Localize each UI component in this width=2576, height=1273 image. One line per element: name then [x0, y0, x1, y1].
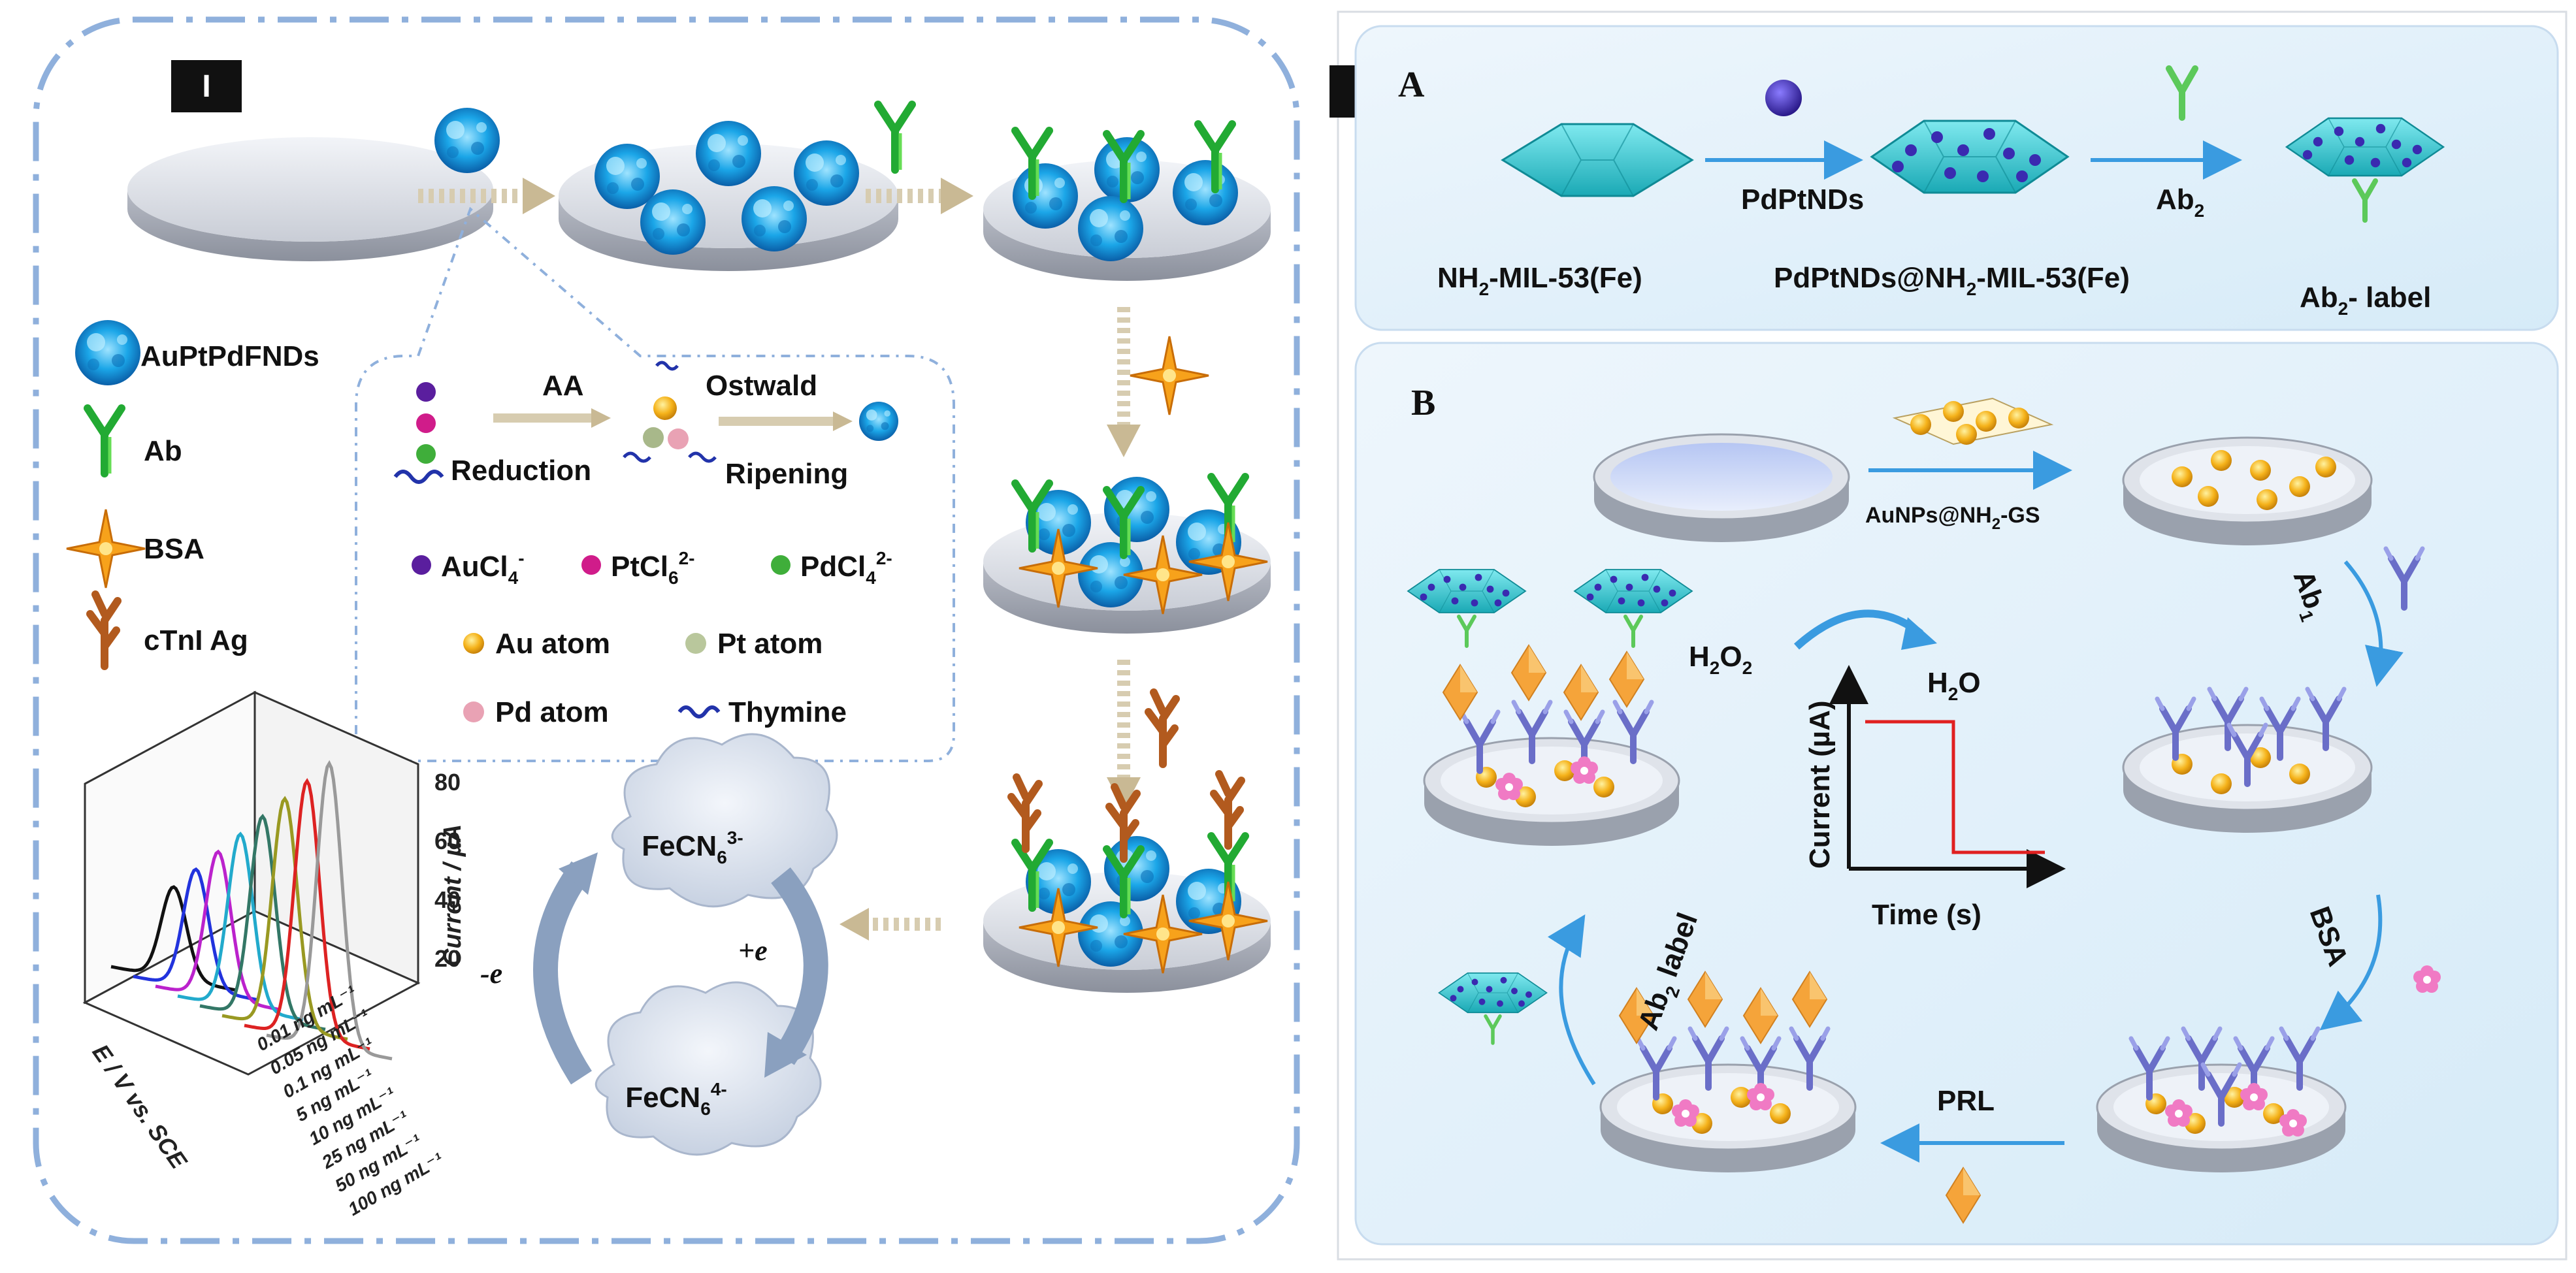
bsa-electrode [983, 477, 1271, 634]
section-b-letter: B [1411, 383, 1435, 423]
fecn-cloud-bottom [595, 981, 822, 1156]
pt-atom-label: Pt atom [717, 628, 823, 660]
plus-e-label: +e [738, 935, 768, 967]
composite-label: PdPtNDs@NH2-MIL-53(Fe) [1774, 262, 2130, 299]
gce-aunps [2122, 436, 2373, 545]
legend-antigen-label: cTnI Ag [144, 624, 248, 656]
dpv-curve-4 [199, 813, 326, 1031]
legend-fnd-icon [75, 320, 140, 385]
legend-ab-icon [88, 408, 122, 474]
thymine-label: Thymine [728, 696, 847, 728]
fnd-reagent-icon [434, 108, 500, 173]
arrow-2 [866, 178, 973, 214]
dpv-curve-3 [177, 831, 304, 1022]
dpv-plot: 20 40 60 80 Current / µA E / V vs. SCE 0… [82, 690, 466, 1219]
pdcl4-label: PdCl42- [800, 548, 892, 588]
ab-reagent-icon [878, 105, 912, 170]
legend-bsa-label: BSA [144, 533, 204, 565]
panel-one-tag-box [171, 60, 242, 112]
dpv-ytick-2: 60 [434, 828, 461, 854]
arrow-1 [418, 178, 555, 214]
h2o2-label: H2O2 [1689, 641, 1752, 678]
amperometric-curve [1865, 720, 2045, 854]
antigen-electrode [983, 774, 1271, 993]
panel-one-tag: I [202, 69, 210, 104]
time-axis-label: Time (s) [1872, 899, 1981, 931]
prl-label: PRL [1937, 1085, 1995, 1117]
pdptnds-particle-icon [1765, 80, 1802, 116]
arrow-b2 [2343, 560, 2404, 687]
ostwald-label: Ostwald [706, 370, 817, 402]
arrow-b5 [1547, 914, 1596, 1086]
mof-label: NH2-MIL-53(Fe) [1437, 262, 1642, 299]
antigen-reagent-icon [1149, 692, 1176, 764]
bare-electrode [127, 137, 493, 261]
panel-one-border [33, 16, 1300, 1244]
aucl4-label: AuCl4- [441, 548, 525, 588]
conversion-arrow [1793, 609, 1923, 650]
dpv-curve-1 [133, 867, 259, 1002]
dpv-curve-5 [221, 796, 348, 1041]
legend: AuPtPdFNDs Ab BSA cTnI Ag [65, 320, 319, 666]
dpv-curves [110, 760, 393, 1061]
au-nucleus [653, 396, 677, 420]
section-a-letter: A [1398, 65, 1425, 105]
mof-crystal [1501, 123, 1694, 197]
ripening-label: Ripening [725, 458, 848, 490]
ab2-label: Ab2 [2156, 184, 2204, 221]
dpv-curve-2 [155, 849, 282, 1012]
arrow-down-1 [1107, 307, 1141, 457]
reduction-label: Reduction [451, 455, 591, 487]
dpv-ytick-1: 40 [434, 886, 461, 913]
ptcl6-label: PtCl62- [611, 548, 694, 588]
gce-sandwich [1407, 569, 1693, 846]
fecn-top-label: FeCN63- [642, 828, 743, 867]
gce-prl [1599, 971, 1857, 1172]
amperometric-inset: H2O2 H2O Current (µA) Time (s) [1689, 609, 2066, 931]
fnd-electrode [559, 121, 898, 271]
h2o-label: H2O [1927, 667, 1981, 704]
fecn-bottom-label: FeCN64- [625, 1079, 726, 1119]
fecn-cloud-top [611, 733, 838, 908]
legend-fnd-label: AuPtPdFNDs [140, 340, 319, 372]
arrow-b3 [2319, 894, 2383, 1031]
gce-ab1 [2122, 689, 2373, 833]
current-axis-label: Current (µA) [1804, 700, 1836, 869]
panel-two: II A NH2-MIL-53(Fe) PdPtNDs PdPtNDs@NH2-… [1329, 10, 2568, 1261]
section-b-box [1354, 342, 2559, 1246]
redox-cycle: FeCN63- FeCN64- -e +e [480, 733, 838, 1156]
gce-bsa [2096, 1029, 2347, 1172]
ab2-label-caption: Ab2- label [2300, 282, 2431, 319]
ab-electrode [983, 124, 1271, 281]
pdptnds-label: PdPtNDs [1741, 184, 1864, 216]
dpv-ytick-3: 80 [434, 769, 461, 796]
aunps-label: AuNPs@NH2-GS [1865, 503, 2040, 533]
dpv-curve-6 [244, 778, 370, 1051]
pd-atom-label: Pd atom [495, 696, 609, 728]
dpv-curve-0 [110, 885, 237, 992]
legend-bsa-icon [65, 508, 146, 589]
bsa-reagent-icon [1129, 335, 1210, 416]
arrow-left [840, 908, 941, 941]
dpv-xlabel: E / V vs. SCE [87, 1039, 193, 1174]
legend-ab-label: Ab [144, 435, 182, 467]
au-atom-label: Au atom [495, 628, 610, 660]
gce-bare [1593, 433, 1850, 542]
minus-e-label: -e [480, 958, 502, 990]
dpv-curve-7 [266, 760, 393, 1061]
aa-label: AA [542, 370, 584, 402]
dpv-ytick-0: 20 [434, 945, 461, 972]
legend-antigen-icon [90, 594, 118, 666]
panel-one: I [33, 16, 1300, 1244]
synthesis-callout: AA Reduction Ostwald Ripening AuCl4- PtC… [353, 206, 955, 762]
aunps-graphene-icon [1892, 397, 2054, 445]
dpv-ylabel: Current / µA [439, 824, 466, 967]
